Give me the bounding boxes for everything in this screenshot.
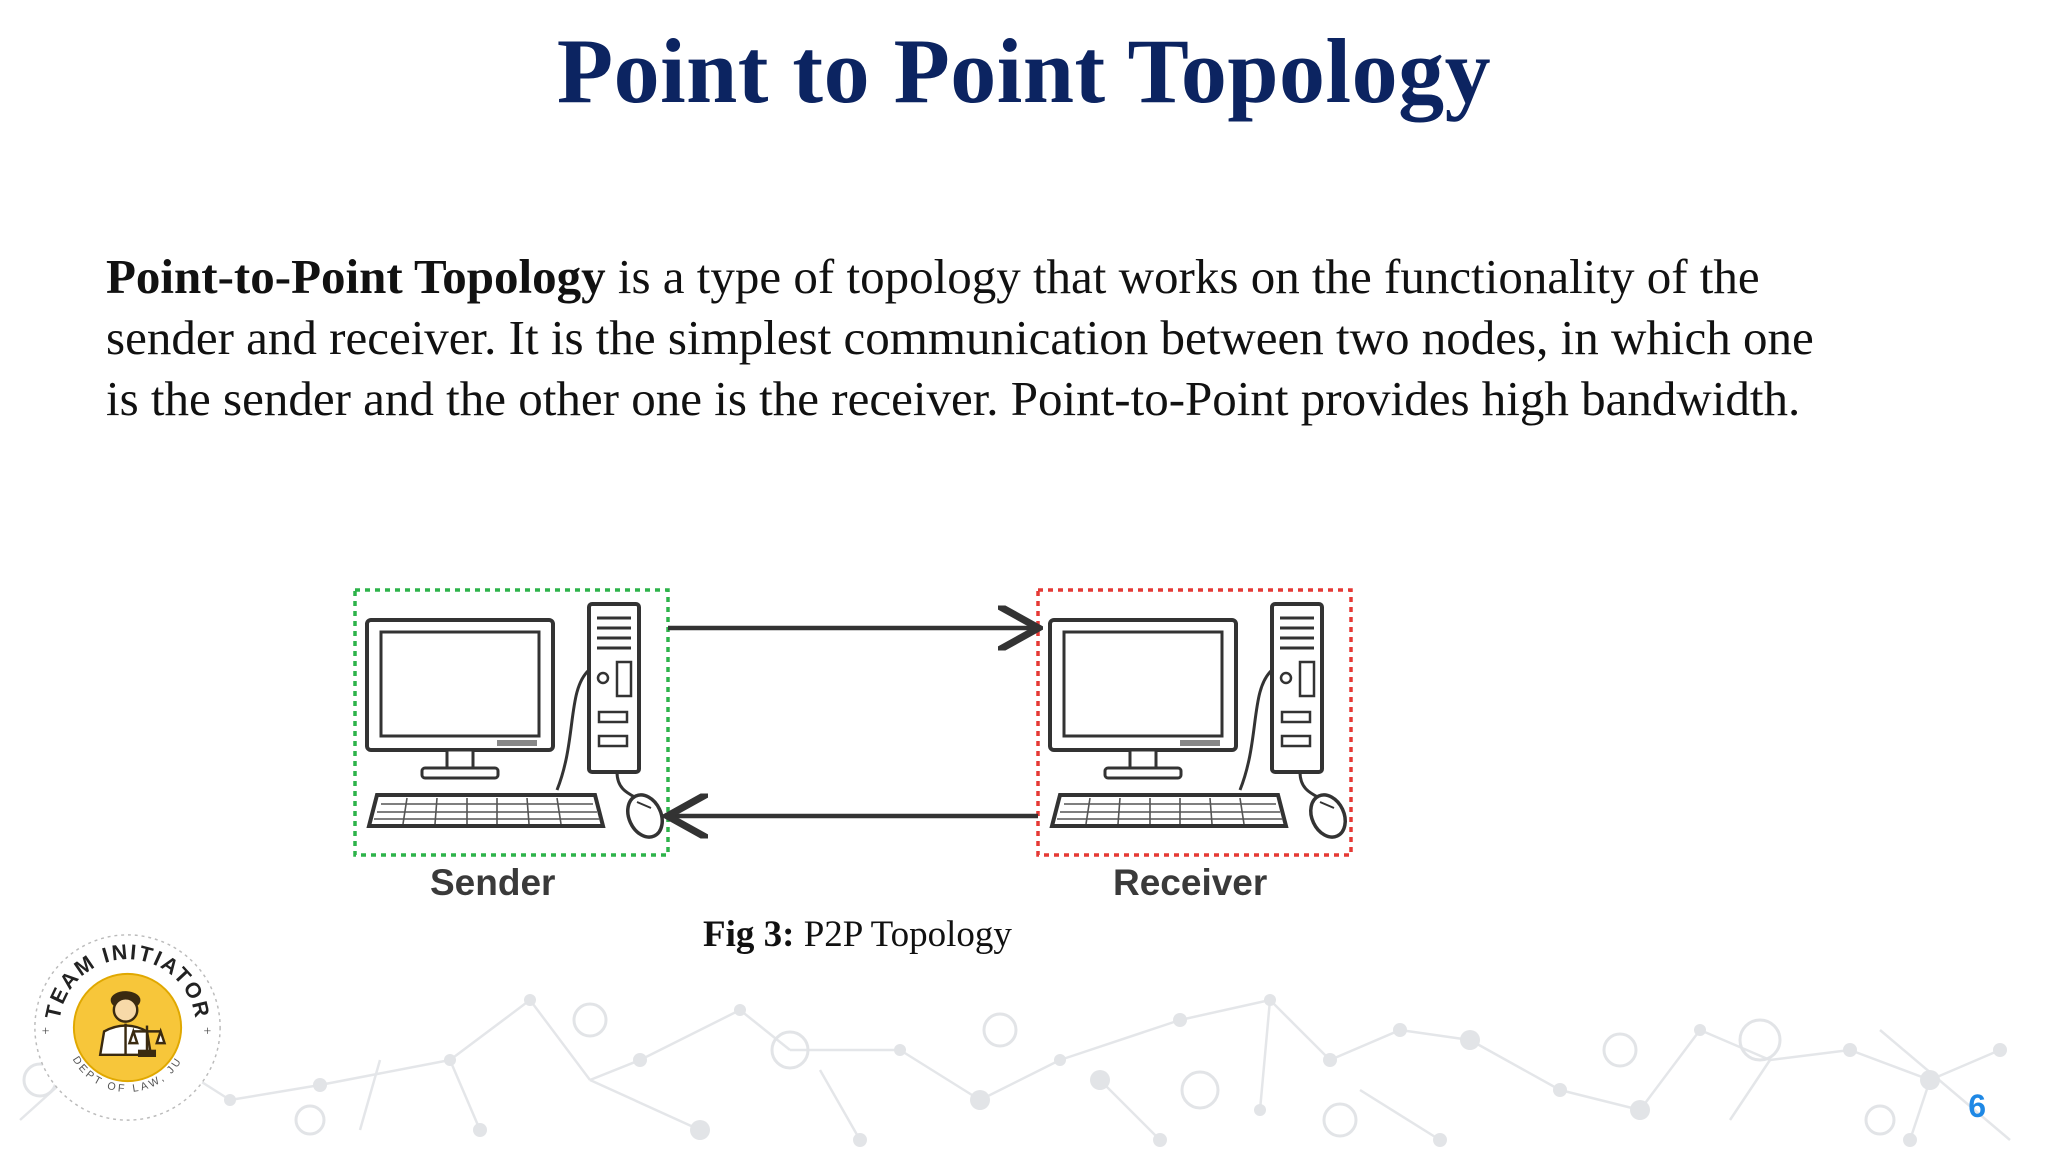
team-initiator-logo: TEAM INITIATOR DEPT OF LAW, JU + +	[34, 934, 221, 1121]
svg-text:+: +	[204, 1023, 212, 1038]
figure-caption: Fig 3: P2P Topology	[703, 913, 1012, 956]
receiver-box	[1036, 588, 1353, 857]
slide-body-paragraph: Point-to-Point Topology is a type of top…	[106, 246, 1986, 429]
page-number: 6	[1968, 1088, 1986, 1124]
slide-title: Point to Point Topology	[556, 20, 1492, 122]
receiver-computer-icon	[1048, 602, 1354, 845]
sender-label: Sender	[430, 862, 556, 903]
body-line-1: Point-to-Point Topology is a type of top…	[106, 246, 1986, 307]
svg-text:+: +	[42, 1023, 50, 1038]
sender-box	[353, 588, 670, 857]
sender-computer-icon	[365, 602, 671, 845]
body-line-2: sender and receiver. It is the simplest …	[106, 310, 1814, 365]
bold-term: Point-to-Point Topology	[106, 249, 606, 304]
body-line-1-rest: is a type of topology that works on the …	[605, 249, 1760, 304]
lawyer-scales-icon	[98, 991, 167, 1057]
body-line-3: is the sender and the other one is the r…	[106, 371, 1801, 426]
receiver-label: Receiver	[1113, 862, 1268, 903]
caption-text: P2P Topology	[794, 914, 1012, 955]
caption-bold: Fig 3:	[703, 914, 795, 955]
